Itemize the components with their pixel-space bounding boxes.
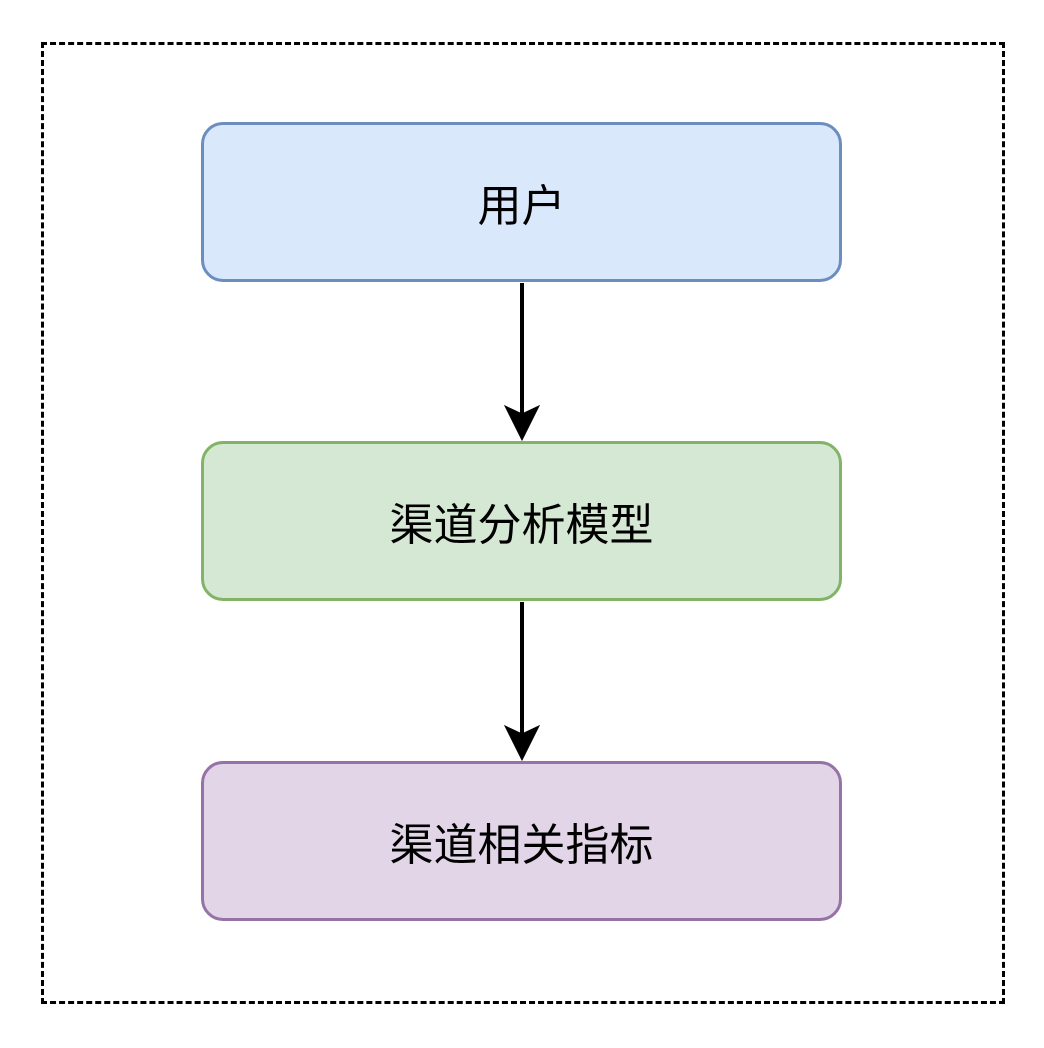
node-channel-metrics[interactable]: 渠道相关指标 xyxy=(201,761,842,921)
dashed-container-frame xyxy=(41,42,1005,1004)
node-channel-model[interactable]: 渠道分析模型 xyxy=(201,441,842,601)
node-user[interactable]: 用户 xyxy=(201,122,842,282)
node-channel-model-label: 渠道分析模型 xyxy=(389,500,654,551)
node-channel-metrics-label: 渠道相关指标 xyxy=(389,820,654,871)
node-user-label: 用户 xyxy=(477,181,566,232)
